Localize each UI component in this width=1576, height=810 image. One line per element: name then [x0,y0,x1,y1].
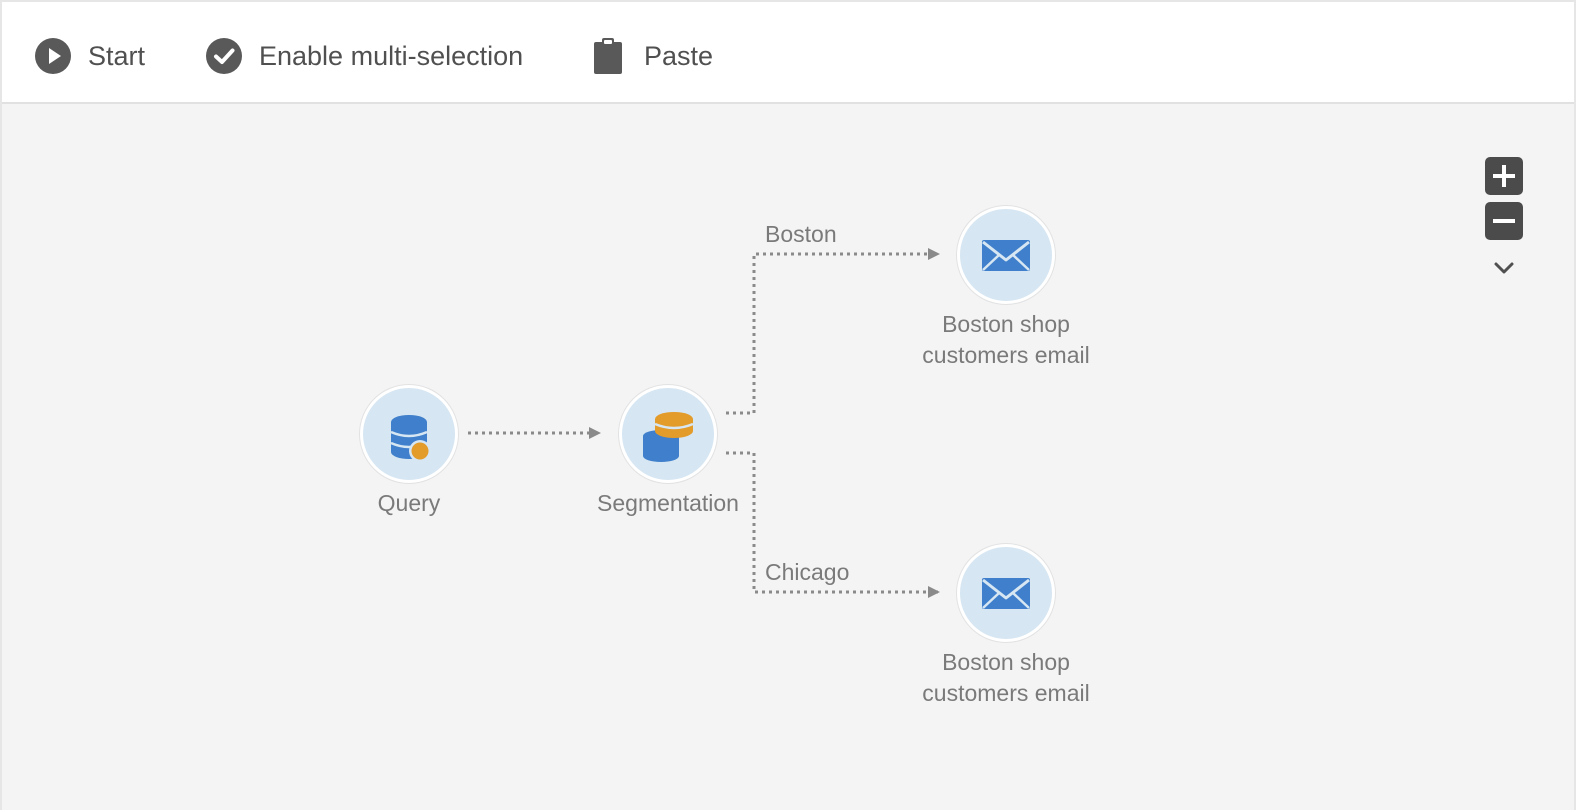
email-label-chicago: Boston shop customers email [922,649,1090,706]
zoom-out-icon [1493,219,1515,223]
toolbar: Start Enable multi-selection Paste [2,2,1574,104]
connector-chicago [726,451,940,598]
checkmark-icon [205,37,243,75]
start-button[interactable]: Start [34,36,145,76]
segmentation-label: Segmentation [597,490,739,516]
segmentation-activity[interactable] [619,385,717,483]
zoom-in-icon [1493,165,1515,187]
email-activity-boston[interactable] [957,206,1055,304]
clipboard-icon [590,37,628,75]
workflow-canvas[interactable]: Boston Chicago Query [2,104,1574,810]
segmentation-icon [643,412,694,462]
envelope-icon [982,240,1030,271]
zoom-out-button[interactable] [1485,202,1523,240]
database-query-icon [390,415,431,462]
query-activity[interactable] [360,385,458,483]
enable-multi-selection-label: Enable multi-selection [259,40,524,71]
email-label-boston: Boston shop customers email [922,311,1090,368]
play-icon [34,37,72,75]
transition-label-boston[interactable]: Boston [765,221,837,247]
chevron-down-icon [1494,262,1514,274]
paste-button[interactable]: Paste [590,36,713,76]
email-activity-chicago[interactable] [957,544,1055,642]
envelope-icon [982,578,1030,609]
start-label: Start [88,40,146,71]
workflow-connections [468,248,940,598]
query-label: Query [377,490,441,516]
connector-boston [726,248,940,415]
transition-label-chicago[interactable]: Chicago [765,559,850,585]
enable-multi-selection-button[interactable]: Enable multi-selection [205,36,523,76]
zoom-options-toggle[interactable] [1491,258,1517,278]
zoom-in-button[interactable] [1485,157,1523,195]
paste-label: Paste [644,40,714,71]
